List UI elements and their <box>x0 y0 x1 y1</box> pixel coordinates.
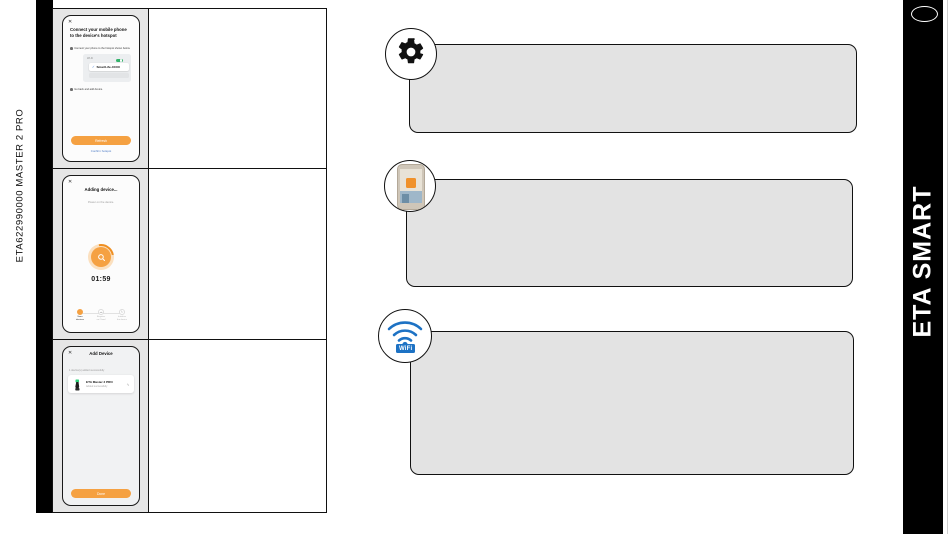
phone-photo-icon <box>385 161 435 211</box>
phone-screen-hotspot: ✕ Connect your mobile phone to the devic… <box>62 15 140 162</box>
ellipse-outline-icon <box>911 6 938 22</box>
badge-app <box>384 160 436 212</box>
wifi-ssid-label: SmartLife-XXXX <box>96 64 120 69</box>
refresh-icon: ↻ <box>119 309 125 315</box>
right-black-strip: ETA SMART <box>903 0 943 534</box>
progress-steps: Scan devices ☁ Register on Cloud ↻ Initi… <box>69 309 133 325</box>
cell-notes <box>149 340 326 512</box>
close-icon[interactable]: ✕ <box>68 350 73 356</box>
cloud-icon: ☁ <box>98 309 104 315</box>
page-edge-line <box>947 0 948 534</box>
device-name-label: ETA Master 2 PRO <box>86 380 113 385</box>
instruction-step-2: Go back and add device. <box>70 88 133 91</box>
table-row: ✕ Connect your mobile phone to the devic… <box>53 9 326 169</box>
cell-notes <box>149 9 326 168</box>
callout-box-settings <box>409 44 857 133</box>
screen-title: Connect your mobile phone to the device'… <box>70 27 127 38</box>
phone-screen-added: ✕ Add Device 1 device(s) added successfu… <box>62 346 140 506</box>
check-icon: ✓ <box>92 64 95 69</box>
cell-screenshot: ✕ Add Device 1 device(s) added successfu… <box>53 340 149 512</box>
callout-box-app <box>406 179 853 287</box>
done-button[interactable]: Done <box>71 489 131 498</box>
wifi-label: Wi-Fi <box>87 57 94 60</box>
step-label: Scan devices <box>75 316 85 322</box>
confirm-hotspot-link[interactable]: Confirm hotspot <box>90 149 112 153</box>
instruction-table: ✕ Connect your mobile phone to the devic… <box>52 8 327 513</box>
close-icon[interactable]: ✕ <box>68 179 73 185</box>
screen-title: Adding device... <box>84 187 118 192</box>
search-icon <box>91 247 111 267</box>
wifi-toggle-switch[interactable] <box>116 58 123 63</box>
left-black-strip <box>36 0 53 513</box>
device-status-label: Added successfully <box>86 385 108 388</box>
device-card[interactable]: ETA Master 2 PRO Added successfully ✎ <box>68 375 134 393</box>
close-icon[interactable]: ✕ <box>68 19 73 25</box>
wifi-network-placeholder <box>89 72 129 78</box>
table-row: ✕ Adding device... Power on the device. … <box>53 169 326 340</box>
wifi-settings-panel: Wi-Fi ✓ SmartLife-XXXX <box>83 54 131 82</box>
phone-screen-adding: ✕ Adding device... Power on the device. … <box>62 175 140 333</box>
gear-icon <box>396 37 426 72</box>
badge-wifi: WiFi <box>378 309 432 363</box>
step-dot-icon <box>77 309 83 315</box>
wifi-icon: WiFi <box>385 318 425 354</box>
wifi-network-selected[interactable]: ✓ SmartLife-XXXX <box>89 63 129 71</box>
step-label: Initialize the device <box>117 316 127 322</box>
screen-title: Add Device <box>89 350 113 356</box>
step-initialize-device: ↻ Initialize the device <box>111 309 133 322</box>
wifi-badge-label: WiFi <box>396 344 416 353</box>
instruction-step-1: Connect your phone to the hotspot shown … <box>70 47 133 50</box>
wifi-toggle-row[interactable]: Wi-Fi <box>87 56 127 63</box>
countdown-timer: 01:59 <box>91 276 111 283</box>
bullet-icon <box>70 88 73 91</box>
callout-box-wifi <box>410 331 854 475</box>
scanning-spinner <box>82 238 120 276</box>
badge-settings <box>385 28 437 80</box>
edit-icon[interactable]: ✎ <box>126 382 130 387</box>
cell-screenshot: ✕ Connect your mobile phone to the devic… <box>53 9 149 168</box>
bullet-icon <box>70 47 73 50</box>
refresh-button[interactable]: Refresh <box>71 136 131 145</box>
step-register-cloud: ☁ Register on Cloud <box>90 309 112 322</box>
devices-added-hint: 1 device(s) added successfully <box>69 369 105 372</box>
vacuum-device-icon <box>72 378 83 391</box>
cell-screenshot: ✕ Adding device... Power on the device. … <box>53 169 149 339</box>
step-label: Register on Cloud <box>96 316 106 322</box>
table-row: ✕ Add Device 1 device(s) added successfu… <box>53 340 326 512</box>
brand-label: ETA SMART <box>908 185 937 338</box>
screen-subtitle: Power on the device. <box>87 200 115 204</box>
product-code-label: ETA622990000 MASTER 2 PRO <box>14 108 26 263</box>
cell-notes <box>149 169 326 339</box>
spinner-arc <box>82 238 120 276</box>
step-scan-devices: Scan devices <box>69 309 91 322</box>
